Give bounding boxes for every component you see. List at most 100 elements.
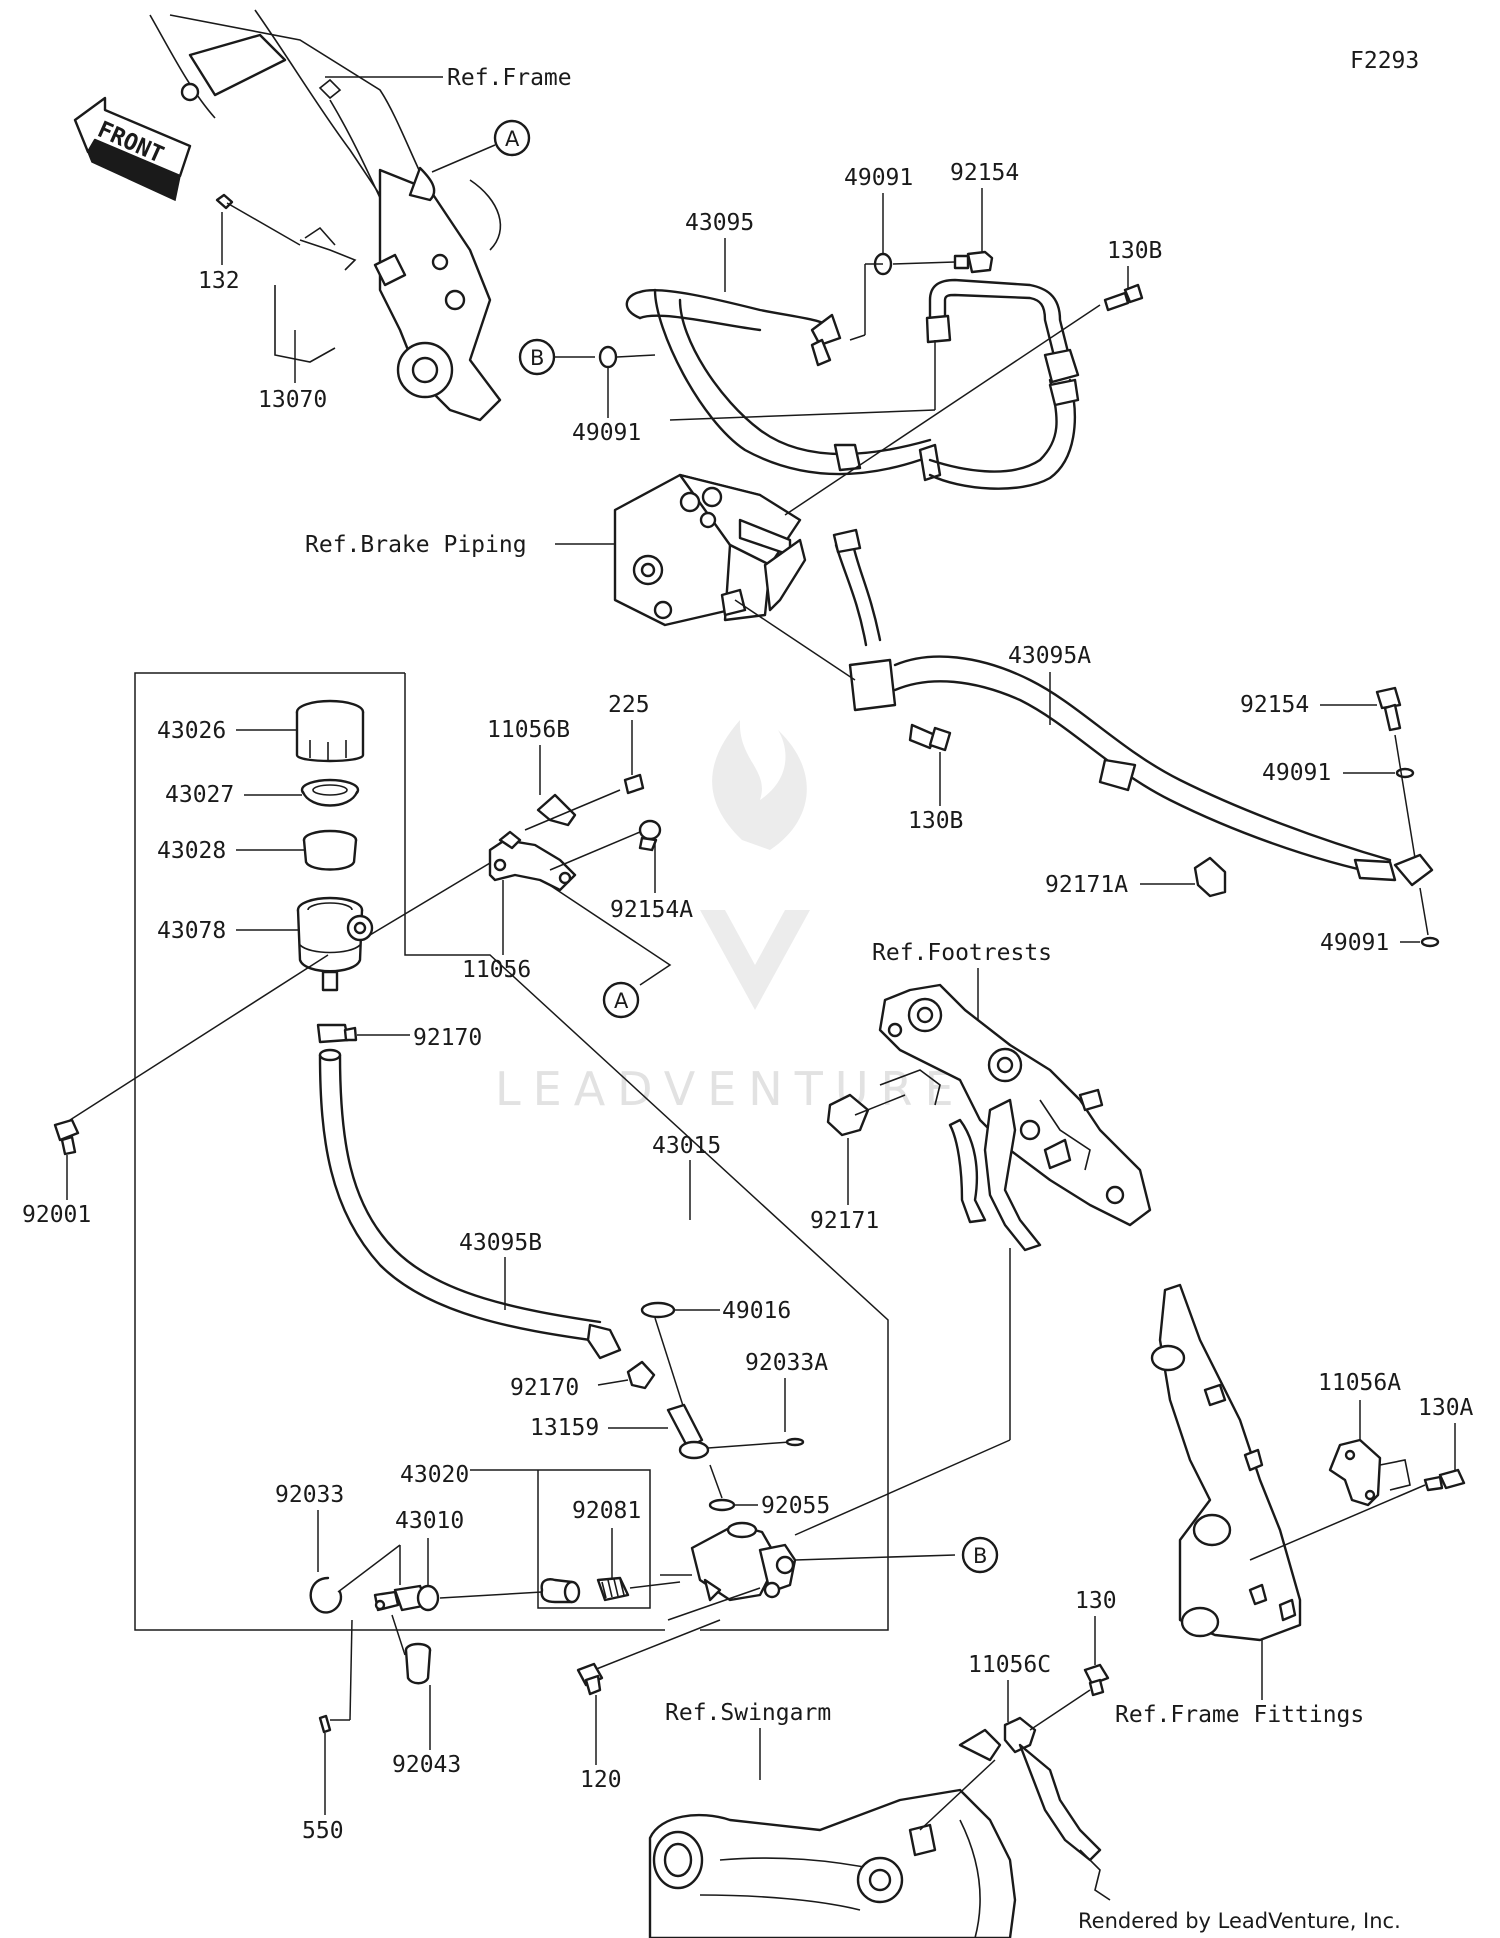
label-11056A: 11056A	[1318, 1370, 1401, 1396]
label-11056C: 11056C	[968, 1652, 1051, 1678]
part-130B-top-bolt	[1103, 283, 1144, 312]
label-92154A: 92154A	[610, 897, 693, 923]
part-43027-diaphragm	[300, 778, 360, 807]
label-92170-top: 92170	[413, 1025, 482, 1051]
label-92171: 92171	[810, 1208, 879, 1234]
label-132: 132	[198, 268, 240, 294]
label-92043: 92043	[392, 1752, 461, 1778]
label-43078: 43078	[157, 918, 226, 944]
frame-fitting-bracket	[1150, 1283, 1302, 1642]
label-11056: 11056	[462, 957, 531, 983]
footrest-bracket	[878, 983, 1152, 1227]
label-49016: 49016	[722, 1298, 791, 1324]
part-43095-hose	[625, 278, 1080, 490]
ref-frame-label: Ref.Frame	[447, 65, 572, 91]
part-132-bolt	[215, 193, 301, 246]
front-direction-arrow: FRONT	[73, 96, 192, 202]
diagram-id: F2293	[1350, 48, 1419, 74]
part-92081-spring	[596, 1576, 630, 1602]
part-92170-low-clamp	[626, 1360, 656, 1390]
label-92001: 92001	[22, 1202, 91, 1228]
label-130: 130	[1075, 1588, 1117, 1614]
label-92033: 92033	[275, 1482, 344, 1508]
callout-a-top-letter: A	[505, 127, 520, 151]
part-11056A-bracket	[1328, 1438, 1411, 1507]
part-92154-top-bolt	[953, 250, 994, 274]
swingarm	[648, 1788, 1017, 1938]
frame-section	[149, 9, 502, 422]
label-43020: 43020	[400, 1462, 469, 1488]
part-92171-clamp	[826, 1069, 941, 1137]
label-49091-top: 49091	[844, 165, 913, 191]
part-11056C-bracket	[958, 1716, 1111, 1901]
ref-frame-fittings-label: Ref.Frame Fittings	[1115, 1702, 1364, 1728]
part-550-cotter-pin	[318, 1714, 332, 1734]
callout-a-mid	[602, 981, 640, 1019]
callout-b-left	[518, 338, 556, 376]
part-13159-fitting	[666, 1403, 710, 1460]
part-92033A-clip	[785, 1437, 805, 1447]
part-43015-master-cylinder	[690, 1521, 797, 1602]
callout-b-right	[961, 1536, 999, 1574]
part-11056B-plate	[536, 793, 577, 827]
part-43078-reservoir	[296, 896, 374, 992]
label-43015: 43015	[652, 1133, 721, 1159]
part-49016-cap	[640, 1301, 676, 1319]
ref-swingarm-label: Ref.Swingarm	[665, 1700, 831, 1726]
label-43028: 43028	[157, 838, 226, 864]
part-43095A-hose	[832, 528, 1434, 887]
part-43020-piston	[540, 1578, 581, 1604]
part-49091-right1-washer	[1395, 767, 1415, 779]
footrest-brake-lever	[948, 1098, 1042, 1252]
callout-a-top	[493, 119, 531, 157]
watermark: LEADVENTURE	[495, 720, 966, 1116]
label-43095A: 43095A	[1008, 643, 1091, 669]
ref-brake-piping-label: Ref.Brake Piping	[305, 532, 527, 558]
callout-b-left-letter: B	[530, 346, 544, 370]
label-43027: 43027	[165, 782, 234, 808]
label-49091-right1: 49091	[1262, 760, 1331, 786]
part-11056-bracket	[488, 830, 577, 892]
part-92033-circlip	[309, 1576, 343, 1614]
part-49091-right2-washer	[1420, 936, 1440, 948]
label-120: 120	[580, 1767, 622, 1793]
part-92154A-bolt	[638, 819, 662, 852]
label-43095: 43095	[685, 210, 754, 236]
part-43028-plate	[302, 829, 358, 871]
part-92043-pin	[404, 1642, 432, 1685]
label-43026: 43026	[157, 718, 226, 744]
part-92154-right-bolt	[1375, 686, 1402, 732]
callout-a-mid-letter: A	[614, 989, 629, 1013]
label-92171A: 92171A	[1045, 872, 1128, 898]
part-92001-bolt	[53, 1118, 80, 1156]
ref-footrests-label: Ref.Footrests	[872, 940, 1052, 966]
part-43010-pushrod	[373, 1584, 440, 1612]
label-11056B: 11056B	[487, 717, 570, 743]
part-13070-clip	[274, 226, 357, 363]
label-130B-top: 130B	[1107, 238, 1162, 264]
part-92170-top-clamp	[316, 1023, 358, 1044]
master-cylinder-group-box	[134, 672, 889, 1631]
label-550: 550	[302, 1818, 344, 1844]
credit-text: Rendered by LeadVenture, Inc.	[1078, 1909, 1401, 1933]
label-13159: 13159	[530, 1415, 599, 1441]
part-130B-bottom-bolt	[908, 723, 952, 752]
part-92055-oring	[708, 1498, 736, 1512]
label-92055: 92055	[761, 1493, 830, 1519]
part-43026-reservoir-cap	[295, 699, 365, 763]
label-13070: 13070	[258, 387, 327, 413]
label-92170-low: 92170	[510, 1375, 579, 1401]
label-130A: 130A	[1418, 1395, 1474, 1421]
watermark-text: LEADVENTURE	[495, 1062, 966, 1116]
part-120-bolt	[576, 1662, 604, 1696]
part-49091-left-washer	[598, 345, 618, 369]
label-43095B: 43095B	[459, 1230, 542, 1256]
label-92154-top: 92154	[950, 160, 1019, 186]
part-92171A-clamp	[1193, 856, 1227, 898]
label-92081: 92081	[572, 1498, 641, 1524]
label-49091-right2: 49091	[1320, 930, 1389, 956]
abs-unit	[613, 473, 807, 627]
label-225: 225	[608, 692, 650, 718]
label-92033A: 92033A	[745, 1350, 828, 1376]
